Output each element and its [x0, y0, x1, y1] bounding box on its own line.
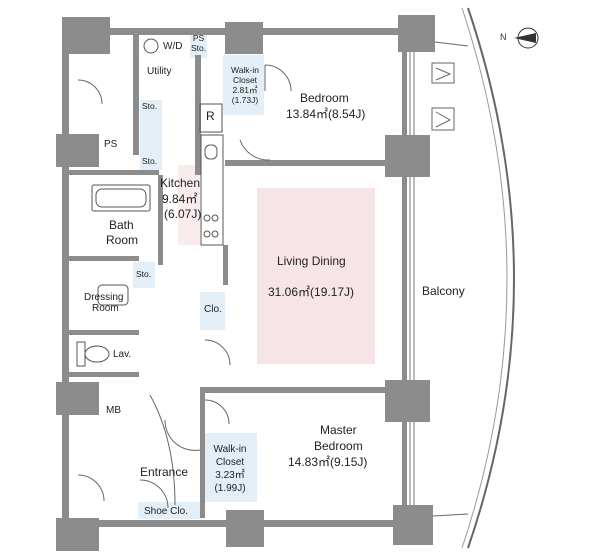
walk-in-closet-small-line4: (1.73J) [231, 95, 259, 105]
kitchen-area-line2: (6.07J) [164, 207, 202, 221]
fixtures [76, 38, 224, 367]
balcony-name: Balcony [422, 284, 465, 298]
bedroom-area: 13.84㎡(8.54J) [286, 107, 366, 121]
dressing-room-line1: Dressing [84, 292, 124, 303]
lav-name: Lav. [113, 349, 132, 360]
sto-2-label: Sto. [142, 156, 158, 166]
kitchen-accent [178, 165, 200, 245]
sto-3-label: Sto. [136, 269, 152, 279]
bath-room-line1: Bath [109, 218, 134, 232]
mb-name: MB [106, 405, 121, 416]
entrance-name: Entrance [140, 465, 189, 479]
sto-1-label: Sto. [142, 101, 158, 111]
bedroom-name: Bedroom [300, 91, 349, 105]
living-dining-area: 31.06㎡(19.17J) [268, 285, 355, 299]
walk-in-closet-master-line4: (1.99J) [214, 483, 246, 494]
shoe-closet-fill [138, 502, 202, 519]
ps-name: PS [104, 139, 118, 150]
utility-name: Utility [147, 66, 172, 77]
ac-unit-mark [435, 67, 452, 81]
sto-3-fill [133, 262, 155, 288]
walk-in-closet-small-line1: Walk-in [230, 65, 260, 75]
door-swings [77, 64, 292, 509]
balcony-edge-top [434, 41, 469, 47]
ac-unit-mark [435, 111, 452, 128]
dressing-room-line2: Room [92, 303, 119, 314]
wd-name: W/D [163, 41, 183, 52]
compass-north-label: N [500, 32, 507, 42]
sto-1-fill [140, 100, 162, 170]
ps-sto-fill [190, 33, 207, 58]
balcony-edge-bottom [432, 513, 469, 517]
shoe-clo-name: Shoe Clo. [144, 506, 188, 517]
walk-in-closet-master-fill [203, 433, 257, 502]
balcony-outline [467, 7, 515, 549]
kitchen-area-line1: 9.84㎡ [162, 192, 198, 206]
walk-in-closet-master-line3: 3.23㎡ [215, 470, 245, 481]
windows [409, 52, 415, 505]
compass-icon [514, 27, 539, 49]
living-dining-accent [257, 188, 375, 364]
kitchen-name: Kitchen [160, 176, 201, 190]
master-bedroom-name-line2: Bedroom [314, 439, 363, 453]
walls [56, 15, 435, 551]
walk-in-closet-small-fill [223, 55, 264, 115]
master-bedroom-area: 14.83㎡(9.15J) [288, 455, 368, 469]
clo-name: Clo. [204, 304, 222, 315]
walk-in-closet-small-line3: 2.81㎡ [232, 85, 258, 95]
walk-in-closet-master-line1: Walk-in [213, 444, 247, 455]
ac-unit [431, 62, 455, 84]
balcony-inner [461, 7, 508, 549]
bath-room-line2: Room [106, 233, 139, 247]
clo-fill [200, 292, 225, 330]
ps-sto-line2: Sto. [190, 43, 207, 53]
walk-in-closet-master-line2: Closet [215, 457, 245, 468]
refrigerator-label: R [206, 109, 215, 123]
living-dining-name: Living Dining [277, 254, 346, 268]
walk-in-closet-small-line2: Closet [232, 75, 258, 85]
ps-sto-line1: PS [192, 33, 205, 43]
master-bedroom-name-line1: Master [320, 423, 357, 437]
ac-unit [431, 107, 455, 131]
